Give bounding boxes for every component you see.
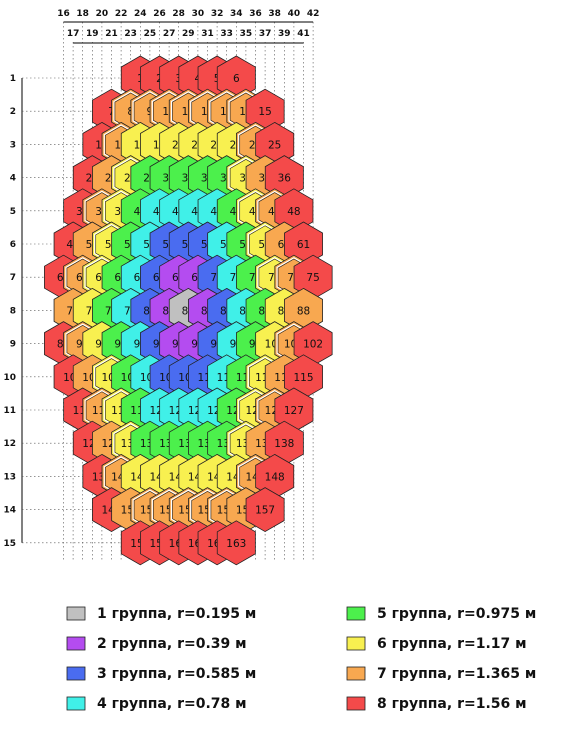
legend-label: 6 группа, r=1.17 м [377, 636, 527, 652]
hex-number: 102 [303, 339, 323, 351]
hex-number: 163 [226, 538, 246, 550]
column-label: 36 [249, 9, 262, 19]
column-label: 30 [192, 9, 205, 19]
column-label: 18 [76, 9, 89, 19]
legend-label: 5 группа, r=0.975 м [377, 606, 536, 622]
group-legend: 1 группа, r=0.195 м 2 группа, r=0.39 м 3 г… [66, 606, 536, 712]
column-label: 32 [211, 9, 224, 19]
row-label: 9 [10, 340, 16, 350]
column-label: 37 [259, 29, 272, 39]
legend-item: 2 группа, r=0.39 м [66, 636, 247, 652]
legend-label: 1 группа, r=0.195 м [97, 606, 256, 622]
legend-swatch [346, 696, 366, 711]
hex-number: 36 [278, 173, 292, 185]
legend-swatch [66, 636, 86, 651]
hex-number: 61 [297, 239, 310, 251]
column-label: 35 [240, 29, 253, 39]
column-label: 39 [278, 29, 291, 39]
column-label: 29 [182, 29, 195, 39]
legend-label: 3 группа, r=0.585 м [97, 666, 256, 682]
legend-swatch [66, 666, 86, 681]
legend-swatch [346, 606, 366, 621]
legend-item: 1 группа, r=0.195 м [66, 606, 256, 622]
column-label: 26 [153, 9, 166, 19]
hex-number: 157 [255, 505, 275, 517]
hex-number: 88 [297, 305, 310, 317]
hex-number: 115 [293, 372, 313, 384]
column-label: 16 [57, 9, 70, 19]
legend-item: 8 группа, r=1.56 м [346, 696, 527, 712]
column-label: 24 [134, 9, 147, 19]
column-label: 28 [172, 9, 185, 19]
column-label: 19 [86, 29, 99, 39]
hex-number: 15 [258, 106, 271, 118]
legend-swatch [346, 636, 366, 651]
column-label: 27 [163, 29, 176, 39]
hex-number: 127 [284, 405, 304, 417]
hex-shape [216, 520, 256, 566]
column-label: 22 [115, 9, 128, 19]
legend-label: 2 группа, r=0.39 м [97, 636, 247, 652]
hex-cell: 157 [245, 487, 285, 533]
legend-item: 5 группа, r=0.975 м [346, 606, 536, 622]
hex-number: 25 [268, 139, 281, 151]
hex-assembly-grid: 1234567891011121314151617181920212223242… [44, 55, 333, 566]
row-label: 15 [3, 539, 16, 549]
column-label: 34 [230, 9, 243, 19]
legend-item: 6 группа, r=1.17 м [346, 636, 527, 652]
row-label: 2 [10, 107, 16, 117]
row-label: 5 [10, 207, 16, 217]
column-label: 25 [144, 29, 157, 39]
legend-swatch [66, 696, 86, 711]
hex-shape [245, 487, 285, 533]
column-label: 33 [220, 29, 233, 39]
legend-item: 3 группа, r=0.585 м [66, 666, 256, 682]
hex-number: 6 [233, 73, 240, 85]
row-label: 13 [3, 472, 16, 482]
row-label: 7 [10, 273, 16, 283]
column-label: 21 [105, 29, 118, 39]
top-column-axis: 16 18 20 22 24 26 28 30 32 34 36 38 40 42 17 19 21 23 25 27… [57, 9, 319, 39]
hex-number: 75 [306, 272, 319, 284]
legend-label: 8 группа, r=1.56 м [377, 696, 527, 712]
row-label: 14 [3, 506, 16, 516]
column-label: 38 [268, 9, 281, 19]
legend-label: 7 группа, r=1.365 м [377, 666, 536, 682]
column-label: 23 [124, 29, 137, 39]
column-label: 40 [288, 9, 301, 19]
hex-number: 148 [265, 471, 285, 483]
legend-swatch [66, 606, 86, 621]
column-label: 17 [67, 29, 80, 39]
column-label: 31 [201, 29, 214, 39]
column-label: 42 [307, 9, 320, 19]
row-label: 8 [10, 306, 16, 316]
row-label: 11 [3, 406, 16, 416]
legend-swatch [346, 666, 366, 681]
legend-label: 4 группа, r=0.78 м [97, 696, 247, 712]
row-label: 4 [10, 174, 16, 184]
row-label: 12 [3, 439, 16, 449]
row-label: 10 [3, 373, 16, 383]
hex-number: 138 [274, 438, 294, 450]
legend-item: 7 группа, r=1.365 м [346, 666, 536, 682]
column-label: 20 [96, 9, 109, 19]
row-label: 3 [10, 140, 16, 150]
column-label: 41 [297, 29, 310, 39]
row-label: 6 [10, 240, 16, 250]
hex-cell: 163 [216, 520, 256, 566]
legend-item: 4 группа, r=0.78 м [66, 696, 247, 712]
hex-number: 48 [287, 206, 300, 218]
row-label: 1 [10, 74, 16, 84]
